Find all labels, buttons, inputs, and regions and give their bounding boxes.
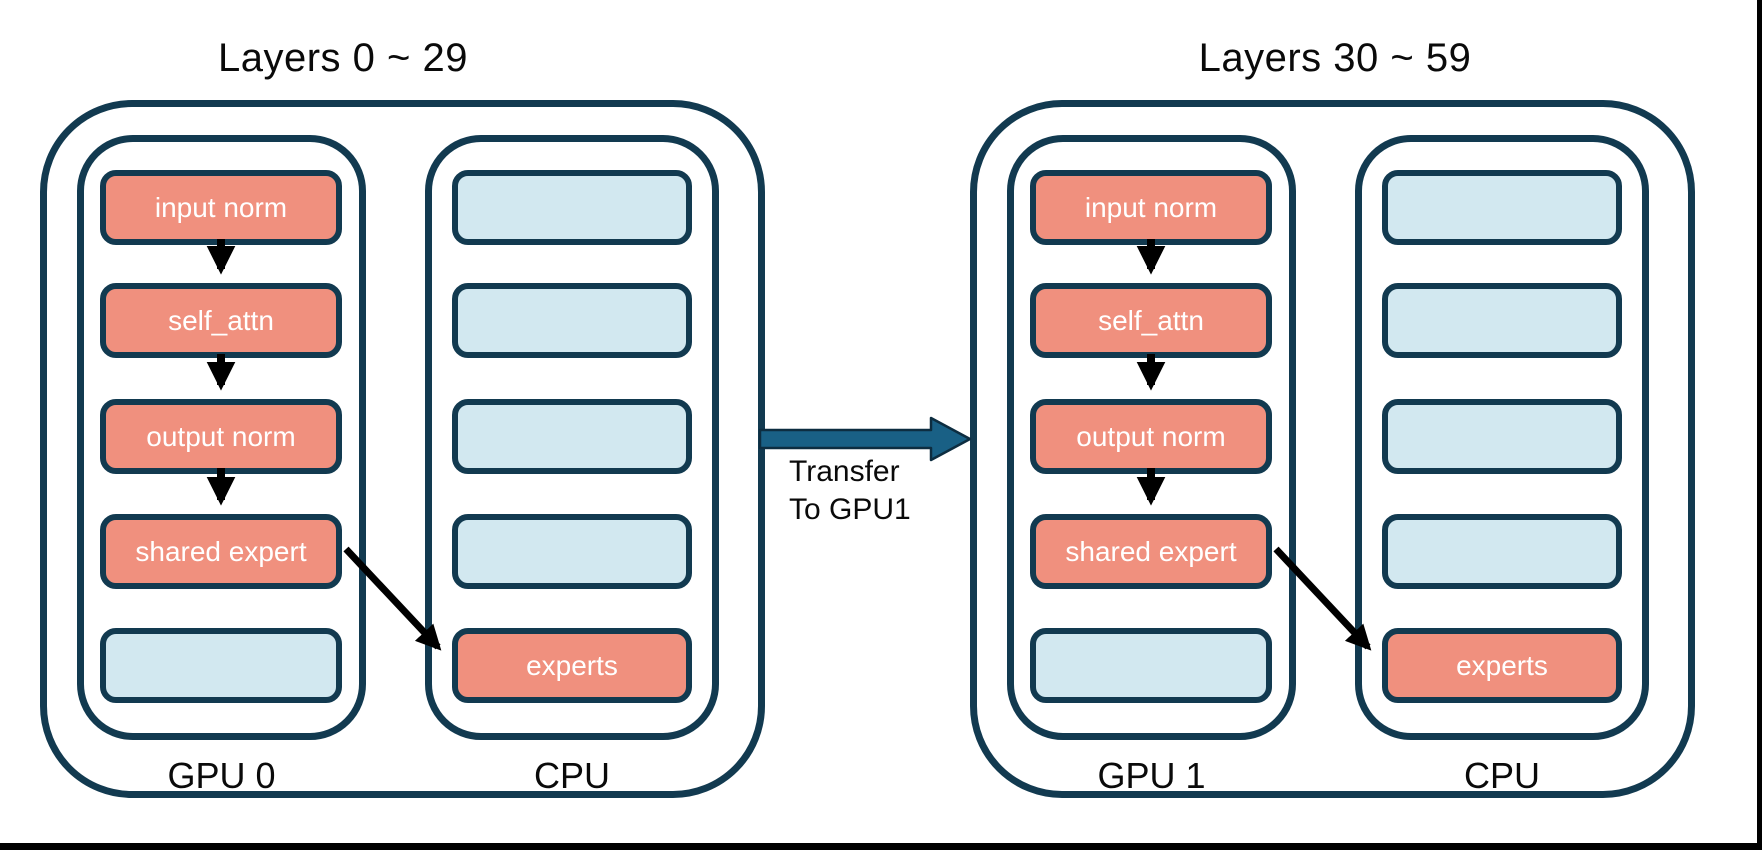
group1-cpu-column: experts [1355, 135, 1649, 740]
cpu1-box-empty-1 [1382, 170, 1622, 245]
cpu0-box-empty-3 [452, 399, 692, 474]
group0-container: input norm self_attn output norm shared … [40, 100, 765, 798]
bottom-edge-line [0, 843, 1762, 850]
gpu1-box-output-norm: output norm [1030, 399, 1272, 474]
right-edge-line [1757, 0, 1762, 850]
cpu0-box-empty-4 [452, 514, 692, 589]
group1-title: Layers 30 ~ 59 [1198, 36, 1472, 80]
cpu1-box-empty-3 [1382, 399, 1622, 474]
gpu0-box-output-norm: output norm [100, 399, 342, 474]
gpu0-box-shared-expert: shared expert [100, 514, 342, 589]
group0-cpu-label: CPU [533, 755, 610, 796]
group1-cpu-label: CPU [1463, 755, 1540, 796]
cpu1-box-empty-4 [1382, 514, 1622, 589]
gpu1-box-shared-expert: shared expert [1030, 514, 1272, 589]
group1-gpu-column: input norm self_attn output norm shared … [1007, 135, 1296, 740]
gpu1-box-empty [1030, 628, 1272, 703]
gpu1-box-input-norm: input norm [1030, 170, 1272, 245]
group0-gpu-column: input norm self_attn output norm shared … [77, 135, 366, 740]
cpu1-box-empty-2 [1382, 283, 1622, 358]
gpu1-box-self-attn: self_attn [1030, 283, 1272, 358]
gpu0-box-self-attn: self_attn [100, 283, 342, 358]
cpu1-box-experts: experts [1382, 628, 1622, 703]
cpu0-box-empty-1 [452, 170, 692, 245]
gpu0-box-input-norm: input norm [100, 170, 342, 245]
group1-container: input norm self_attn output norm shared … [970, 100, 1695, 798]
transfer-label-line1: Transfer [789, 455, 900, 488]
cpu0-box-experts: experts [452, 628, 692, 703]
cpu0-box-empty-2 [452, 283, 692, 358]
group0-title: Layers 0 ~ 29 [218, 36, 468, 80]
group0-cpu-column: experts [425, 135, 719, 740]
group1-gpu-label: GPU 1 [1097, 755, 1206, 796]
gpu0-box-empty [100, 628, 342, 703]
transfer-label-line2: To GPU1 [789, 493, 911, 526]
group0-gpu-label: GPU 0 [167, 755, 276, 796]
